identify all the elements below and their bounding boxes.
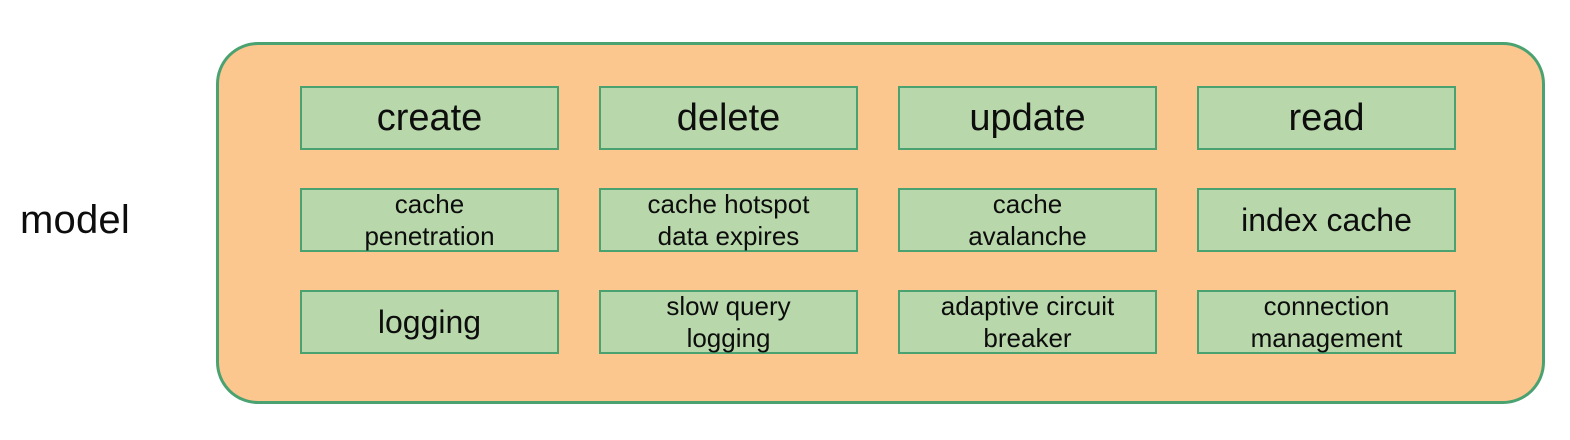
- node-grid: create delete update read cache penetrat…: [300, 86, 1456, 354]
- node-label: adaptive circuit breaker: [940, 291, 1115, 353]
- node-read[interactable]: read: [1197, 86, 1456, 150]
- node-adaptive-circuit-breaker[interactable]: adaptive circuit breaker: [898, 290, 1157, 354]
- node-label: read: [1288, 97, 1365, 139]
- node-label: cache hotspot data expires: [647, 189, 810, 251]
- node-label: cache penetration: [364, 189, 495, 251]
- node-label: index cache: [1241, 202, 1412, 238]
- node-cache-avalanche[interactable]: cache avalanche: [898, 188, 1157, 252]
- node-label: delete: [676, 97, 781, 139]
- node-row-1: create delete update read: [300, 86, 1456, 150]
- node-create[interactable]: create: [300, 86, 559, 150]
- node-label: create: [376, 97, 483, 139]
- group-label-model: model: [20, 198, 130, 242]
- node-delete[interactable]: delete: [599, 86, 858, 150]
- node-label: slow query logging: [666, 291, 791, 353]
- node-connection-management[interactable]: connection management: [1197, 290, 1456, 354]
- node-cache-hotspot-data-expires[interactable]: cache hotspot data expires: [599, 188, 858, 252]
- node-row-3: logging slow query logging adaptive circ…: [300, 290, 1456, 354]
- node-row-2: cache penetration cache hotspot data exp…: [300, 188, 1456, 252]
- node-index-cache[interactable]: index cache: [1197, 188, 1456, 252]
- node-update[interactable]: update: [898, 86, 1157, 150]
- node-label: logging: [377, 304, 482, 340]
- node-cache-penetration[interactable]: cache penetration: [300, 188, 559, 252]
- node-label: connection management: [1250, 291, 1403, 353]
- node-label: cache avalanche: [968, 189, 1087, 251]
- node-label: update: [969, 97, 1086, 139]
- node-logging[interactable]: logging: [300, 290, 559, 354]
- node-slow-query-logging[interactable]: slow query logging: [599, 290, 858, 354]
